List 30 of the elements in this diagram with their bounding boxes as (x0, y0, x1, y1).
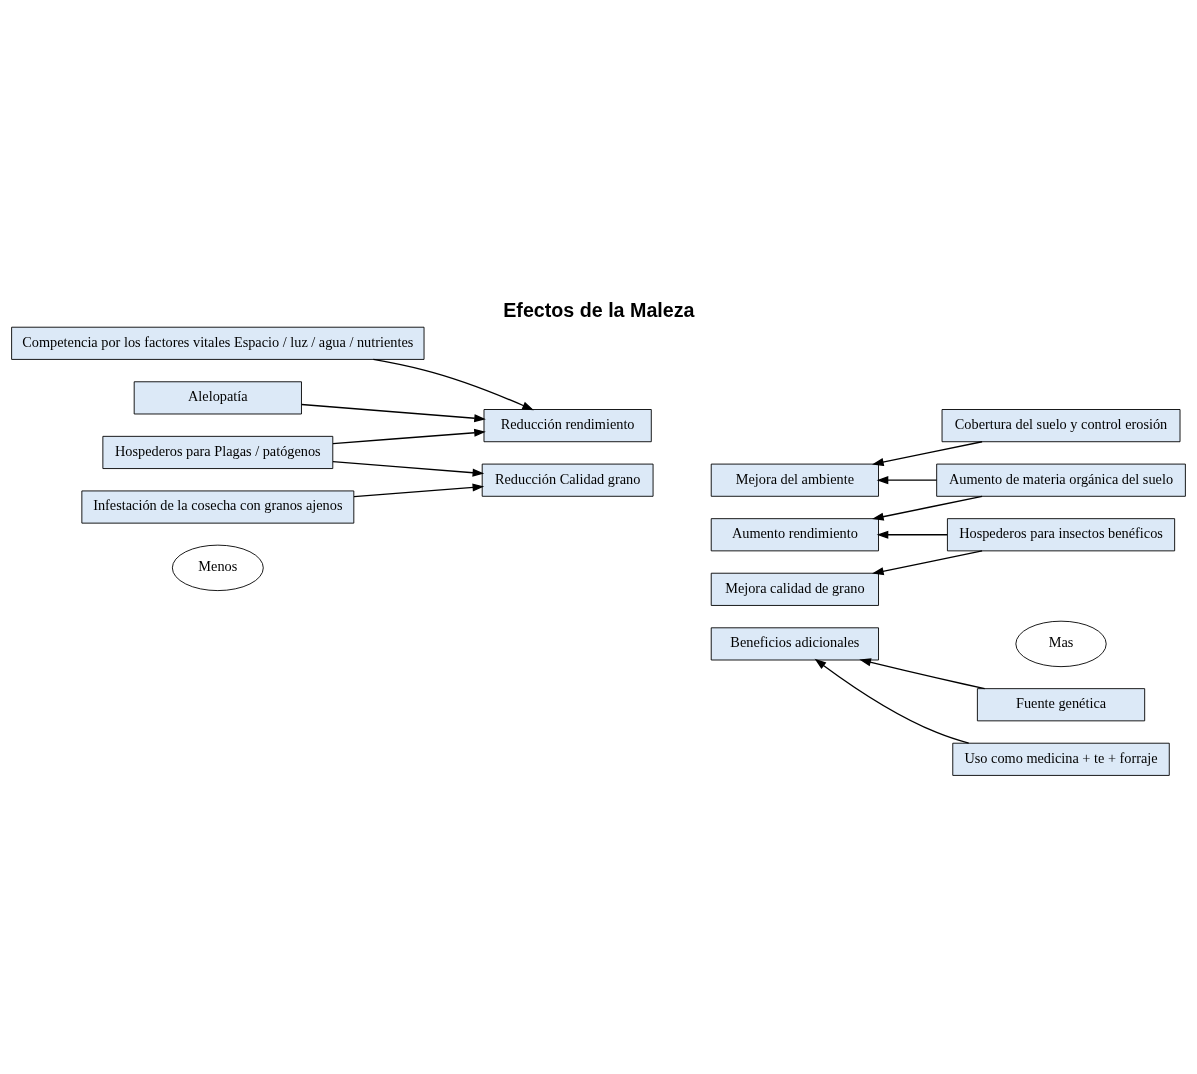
diagram-title: Efectos de la Maleza (503, 299, 695, 322)
node-box: Uso como medicina + te + forraje (952, 742, 1170, 776)
node-box: Reducción Calidad grano (481, 463, 654, 497)
node-box: Aumento rendimiento (710, 518, 879, 552)
node-box: Competencia por los factores vitales Espacio / luz / agua / nutrientes (11, 326, 425, 360)
node-ellipse: Menos (171, 544, 264, 592)
arrow (372, 358, 534, 411)
node-box: Beneficios adicionales (710, 627, 879, 661)
node-box: Hospederos para insectos benéficos (946, 518, 1176, 552)
arrow (300, 403, 486, 423)
node-box: Mejora calidad de grano (710, 572, 879, 606)
arrow (332, 460, 485, 477)
node-box: Infestación de la cosecha con granos ajenos (81, 490, 355, 524)
node-box: Hospederos para Plagas / patógenos (102, 435, 334, 469)
node-ellipse: Mas (1015, 620, 1107, 668)
node-box: Alelopatía (133, 381, 302, 415)
node-box: Mejora del ambiente (710, 463, 879, 497)
arrow (814, 658, 970, 744)
arrow (876, 530, 948, 539)
arrow (876, 476, 938, 485)
arrow (872, 495, 983, 521)
arrow (872, 441, 983, 467)
arrow (859, 658, 986, 690)
node-box: Cobertura del suelo y control erosión (941, 409, 1181, 443)
node-box: Reducción rendimiento (483, 409, 652, 443)
node-box: Fuente genética (976, 688, 1146, 722)
arrow (872, 550, 983, 576)
arrow (353, 483, 485, 498)
arrow (332, 428, 486, 445)
node-box: Aumento de materia orgánica del suelo (936, 463, 1186, 497)
